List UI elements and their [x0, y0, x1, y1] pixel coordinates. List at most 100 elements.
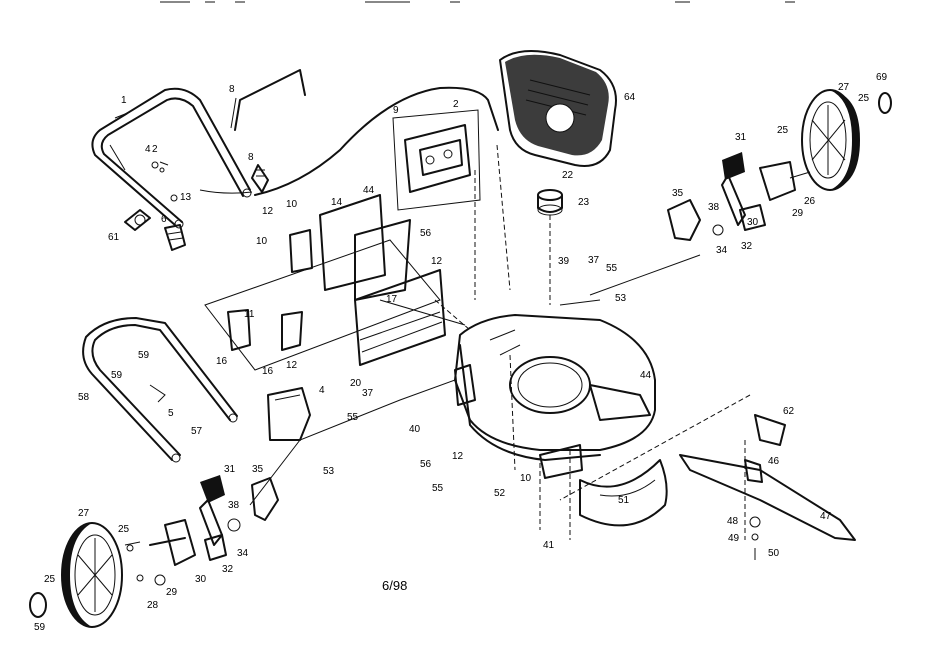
engine-bracket [392, 109, 481, 211]
part-label: 11 [244, 309, 255, 320]
handle-knob [124, 209, 186, 251]
part-label: 38 [228, 500, 240, 511]
part-label: 46 [768, 456, 780, 467]
engine [499, 50, 617, 167]
part-label: 34 [716, 245, 728, 256]
part-label: 44 [363, 185, 375, 196]
discharge-door [267, 387, 311, 441]
part-label: 35 [252, 464, 264, 475]
part-label: 55 [606, 263, 618, 274]
part-label: 13 [180, 192, 192, 203]
part-label: 26 [804, 196, 816, 207]
part-label: 59 [111, 370, 123, 381]
part-label: 59 [34, 622, 46, 633]
part-label: 27 [838, 82, 850, 93]
part-label: 10 [256, 236, 268, 247]
part-label: 59 [138, 350, 150, 361]
blade-adapter [537, 189, 563, 216]
part-label: 5 [168, 408, 174, 419]
part-label: 10 [286, 199, 298, 210]
left-height-adjuster [164, 475, 279, 566]
part-label: 28 [147, 600, 159, 611]
part-label: 23 [578, 197, 590, 208]
part-label: 53 [323, 466, 335, 477]
part-label: 35 [672, 188, 684, 199]
part-label: 29 [792, 208, 804, 219]
left-wheel [29, 522, 186, 628]
part-label: 12 [286, 360, 298, 371]
part-label: 10 [520, 473, 532, 484]
part-label: 49 [728, 533, 740, 544]
part-label: 55 [347, 412, 359, 423]
part-label: 25 [118, 524, 130, 535]
date-text: 6/98 [382, 578, 407, 593]
part-label: 16 [216, 356, 228, 367]
part-label: 27 [78, 508, 90, 519]
part-label: 6 [161, 214, 167, 225]
part-label: 20 [350, 378, 362, 389]
part-label: 16 [262, 366, 274, 377]
part-label: 37 [588, 255, 600, 266]
part-label: 2 [152, 144, 158, 155]
part-label: 25 [858, 93, 870, 104]
part-label: 22 [562, 170, 574, 181]
right-lines [559, 254, 701, 306]
part-label: 25 [44, 574, 56, 585]
part-label: 41 [543, 540, 555, 551]
part-label: 1 [121, 95, 127, 106]
part-label: 53 [615, 293, 627, 304]
part-label: 31 [224, 464, 236, 475]
part-label: 48 [727, 516, 739, 527]
part-label: 32 [222, 564, 234, 575]
part-label: 56 [420, 459, 432, 470]
part-label: 57 [191, 426, 203, 437]
part-label: 12 [431, 256, 443, 267]
throttle-cable [199, 86, 499, 196]
left-axle-fasteners [124, 541, 166, 586]
part-label: 9 [393, 105, 399, 116]
part-label: 4 [145, 144, 151, 155]
part-label: 17 [386, 294, 398, 305]
part-label: 4 [319, 385, 325, 396]
part-label: 34 [237, 548, 249, 559]
part-label: 37 [362, 388, 374, 399]
mower-deck [454, 314, 656, 479]
part-label: 32 [741, 241, 753, 252]
part-label: 12 [452, 451, 464, 462]
part-label: 38 [708, 202, 720, 213]
deflector-assembly [204, 194, 446, 371]
part-label: 30 [195, 574, 207, 585]
right-height-adjuster [667, 152, 811, 241]
part-label: 55 [432, 483, 444, 494]
part-label: 2 [453, 99, 459, 110]
part-label: 14 [331, 197, 343, 208]
part-label: 56 [420, 228, 432, 239]
part-label: 12 [262, 206, 274, 217]
part-label: 8 [248, 152, 254, 163]
part-label: 62 [783, 406, 795, 417]
part-label: 31 [735, 132, 747, 143]
small-fasteners-upper-left [151, 161, 178, 202]
lower-handle [82, 317, 238, 463]
part-label: 30 [747, 217, 759, 228]
part-label: 47 [820, 511, 832, 522]
part-label: 52 [494, 488, 506, 499]
part-label: 51 [618, 495, 630, 506]
part-label: 64 [624, 92, 636, 103]
part-label: 29 [166, 587, 178, 598]
part-labels: 1 8 8 4 2 13 6 61 9 2 64 22 23 10 12 10 … [34, 72, 888, 633]
right-wheel [801, 89, 892, 191]
assembly-guide-lines [249, 144, 751, 540]
part-label: 39 [558, 256, 570, 267]
part-label: 8 [229, 84, 235, 95]
part-label: 61 [108, 232, 120, 243]
part-label: 58 [78, 392, 90, 403]
part-label: 40 [409, 424, 421, 435]
part-label: 50 [768, 548, 780, 559]
part-label: 69 [876, 72, 888, 83]
blade-assembly [579, 414, 856, 560]
part-label: 25 [777, 125, 789, 136]
part-label: 44 [640, 370, 652, 381]
